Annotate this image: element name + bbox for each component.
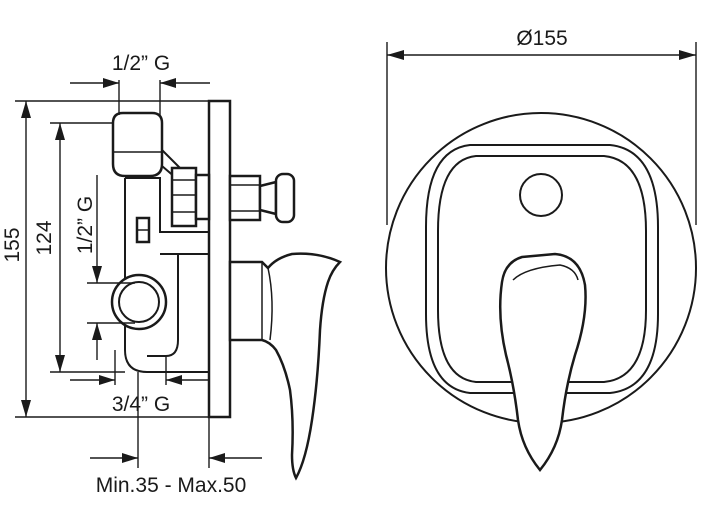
- label-diameter: Ø155: [516, 27, 567, 50]
- dim-inner-height: 124: [33, 122, 125, 373]
- lever-front: [498, 252, 587, 472]
- label-thread-bottom: 3/4” G: [112, 393, 170, 416]
- dim-overall-height: 155: [1, 100, 209, 418]
- dim-diameter: Ø155: [386, 27, 697, 225]
- escutcheon-inner: [437, 155, 647, 383]
- valve-body: [124, 177, 209, 373]
- dim-bottom-thread: 3/4” G: [70, 350, 208, 416]
- label-thread-top: 1/2” G: [112, 52, 170, 75]
- front-view: Ø155: [385, 27, 697, 472]
- side-view: 1/2” G 155 124 1/2” G: [1, 52, 343, 497]
- escutcheon-outer: [425, 144, 659, 394]
- label-overall-height: 155: [1, 227, 24, 262]
- lever-side: [228, 252, 343, 481]
- label-inner-height: 124: [33, 220, 56, 255]
- dim-side-thread: 1/2” G: [74, 175, 135, 360]
- side-port: [110, 273, 168, 331]
- wall-plate: [207, 99, 232, 419]
- top-inlet-fitting: [111, 111, 164, 178]
- diverter-knob: [228, 172, 296, 224]
- diverter-cartridge: [170, 166, 211, 228]
- dim-depth-range: Min.35 - Max.50: [90, 372, 262, 497]
- diverter-knob-front: [519, 173, 563, 217]
- label-depth-range: Min.35 - Max.50: [96, 474, 247, 497]
- dim-top-thread: 1/2” G: [70, 52, 210, 115]
- label-thread-side: 1/2” G: [74, 196, 97, 254]
